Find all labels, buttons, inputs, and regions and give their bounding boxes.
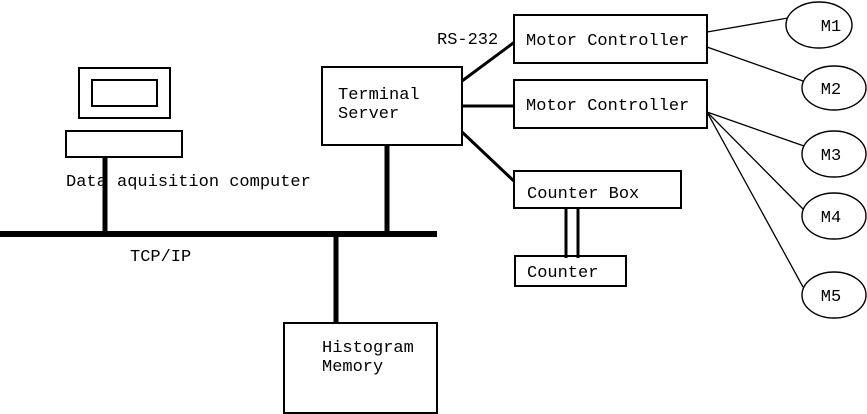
motor-m1-label: M1 [821,18,841,37]
line-controller1-to-m2 [706,46,804,82]
counter-box [514,255,627,287]
motor-m5-ellipse [801,271,867,319]
motor-m3-ellipse [801,130,867,178]
motor-m2-label: M2 [821,81,841,100]
histogram-memory-label-line2: Memory [322,358,383,377]
rs232-label: RS-232 [437,31,498,50]
motor-controller-2-label: Motor Controller [526,97,689,116]
counter-box-box [513,170,682,209]
motor-controller-1-box [513,14,708,64]
line-controller2-to-m4 [706,111,804,210]
motor-m4-label: M4 [821,209,841,228]
motor-controller-2-box [513,79,708,129]
terminal-server-box [321,66,463,146]
motor-m2-ellipse [801,65,867,111]
motor-m3-label: M3 [821,147,841,166]
tcpip-label: TCP/IP [130,248,191,267]
terminal-server-label-line1: Terminal [338,86,420,105]
serial-line-to-counter-box [460,130,518,185]
motor-m5-label: M5 [821,288,841,307]
motor-m4-ellipse [801,192,867,240]
counter-box-label: Counter Box [527,185,639,204]
terminal-server-label-line2: Server [338,105,399,124]
histogram-memory-box [283,322,438,414]
motor-controller-1-label: Motor Controller [526,32,689,51]
serial-line-to-motor-controller-1 [461,39,517,83]
keyboard-icon [65,130,183,158]
motor-m1-ellipse [785,1,853,49]
computer-label: Data aquisition computer [66,173,311,192]
monitor-screen-icon [91,79,158,107]
line-controller2-to-m5 [706,111,804,288]
line-controller2-to-m3 [706,111,805,147]
counter-label: Counter [527,264,598,283]
histogram-memory-label-line1: Histogram [322,339,414,358]
line-controller1-to-m1 [706,17,789,33]
